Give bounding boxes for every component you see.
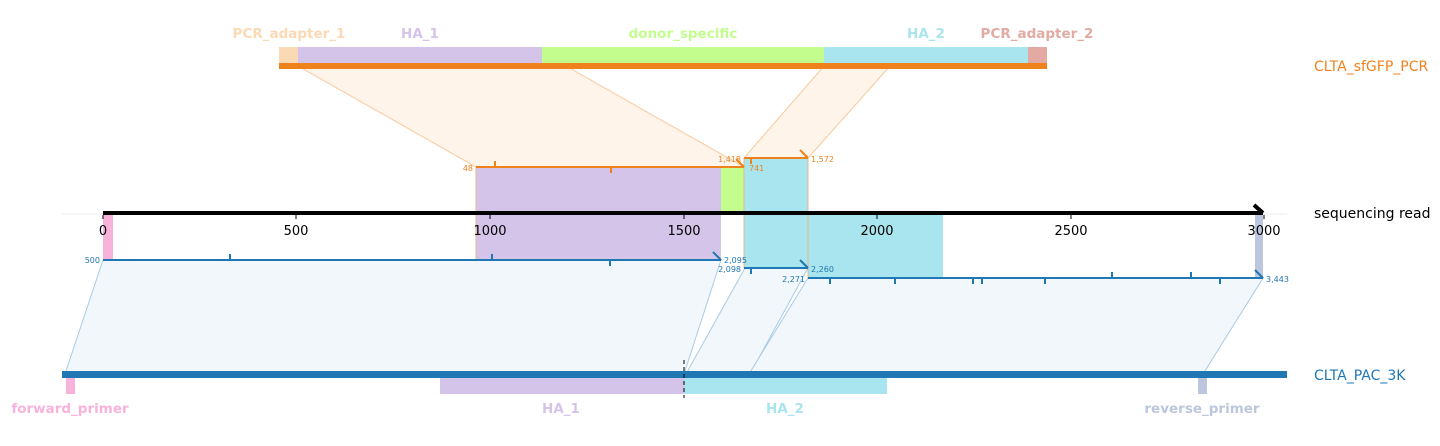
axis-tick-label: 3000 [1247, 224, 1280, 239]
ref-wedge-3 [748, 277, 1264, 375]
axis-tick-label: 1000 [473, 224, 506, 239]
pcr-feature-label: PCR_adapter_2 [981, 26, 1094, 42]
ref-feature-label: HA_2 [766, 401, 804, 417]
pcr-feature-label: HA_1 [401, 26, 439, 42]
axis-tick-label: 1500 [667, 224, 700, 239]
pcr-alignment-segments: 48 1,418 741 1,572 [463, 149, 834, 173]
ref-segment-3-arrow [1254, 269, 1264, 279]
ref-track-name: CLTA_PAC_3K [1314, 368, 1406, 384]
ref-feature-label: HA_1 [542, 401, 580, 417]
axis-tick-label: 0 [99, 224, 107, 239]
pcr-feature-donor-specific [542, 47, 824, 64]
ref-feature-forward-primer [66, 378, 75, 394]
ref-alignment-label: 2,260 [811, 265, 834, 274]
ref-track-bar [62, 371, 1287, 378]
pcr-wedge-2 [742, 65, 892, 159]
read-axis-ticks [102, 215, 1265, 219]
pcr-segment-2-arrow [799, 149, 809, 159]
ref-feature-reverse-primer [1198, 378, 1207, 394]
ref-alignment-label: 2,271 [782, 275, 805, 284]
pcr-feature-label: PCR_adapter_1 [233, 26, 346, 42]
ref-track: forward_primer HA_1 HA_2 reverse_primer … [11, 360, 1406, 417]
ref-segment-2-arrow [799, 259, 809, 269]
pcr-track: PCR_adapter_1 HA_1 donor_specific HA_2 P… [233, 26, 1429, 75]
read-track-name: sequencing read [1314, 206, 1430, 222]
pcr-segment-1-arrow [735, 158, 745, 168]
pcr-track-name: CLTA_sfGFP_PCR [1314, 59, 1428, 75]
ref-segment-1-arrow [712, 251, 722, 261]
pcr-feature-ha-1 [298, 47, 542, 64]
pcr-track-bar [279, 63, 1047, 69]
ref-alignment-label: 2,098 [718, 265, 741, 274]
read-axis-tick-labels: 0 500 1000 1500 2000 2500 3000 [99, 224, 1281, 239]
pcr-feature-ha-2 [824, 47, 1028, 64]
ref-wedge-1 [64, 259, 722, 375]
read-axis-arrowhead [1252, 203, 1265, 215]
pcr-feature-label: donor_specific [629, 26, 738, 42]
pcr-alignment-label: 48 [463, 164, 473, 173]
read-donor-specific-block [721, 167, 744, 214]
pcr-alignment-label: 1,418 [718, 155, 741, 164]
read-track: 0 500 1000 1500 2000 2500 3000 sequencin… [62, 203, 1430, 239]
ref-feature-label: forward_primer [11, 401, 129, 417]
read-ha2-block-lower [808, 214, 943, 278]
pcr-feature-adapter-1 [279, 47, 298, 64]
ref-feature-label: reverse_primer [1144, 401, 1260, 417]
ref-alignment-wedges [64, 259, 1264, 375]
axis-tick-label: 2000 [860, 224, 893, 239]
read-forward-primer-mark [103, 214, 113, 259]
pcr-wedge-1 [296, 65, 746, 168]
pcr-alignment-label: 1,572 [811, 155, 834, 164]
pcr-feature-label: HA_2 [907, 26, 945, 42]
ref-alignment-label: 500 [85, 256, 100, 265]
pcr-alignment-label: 741 [749, 164, 764, 173]
axis-tick-label: 500 [284, 224, 309, 239]
axis-tick-label: 2500 [1054, 224, 1087, 239]
ref-alignment-segments: 500 2,095 2,098 2,260 2,271 3,443 [85, 251, 1289, 284]
read-reverse-primer-mark [1255, 214, 1263, 278]
ref-alignment-label: 2,095 [724, 256, 747, 265]
pcr-feature-adapter-2 [1028, 47, 1047, 64]
ref-feature-ha-1 [440, 378, 684, 394]
ref-alignment-label: 3,443 [1266, 275, 1289, 284]
ref-feature-ha-2 [684, 378, 887, 394]
